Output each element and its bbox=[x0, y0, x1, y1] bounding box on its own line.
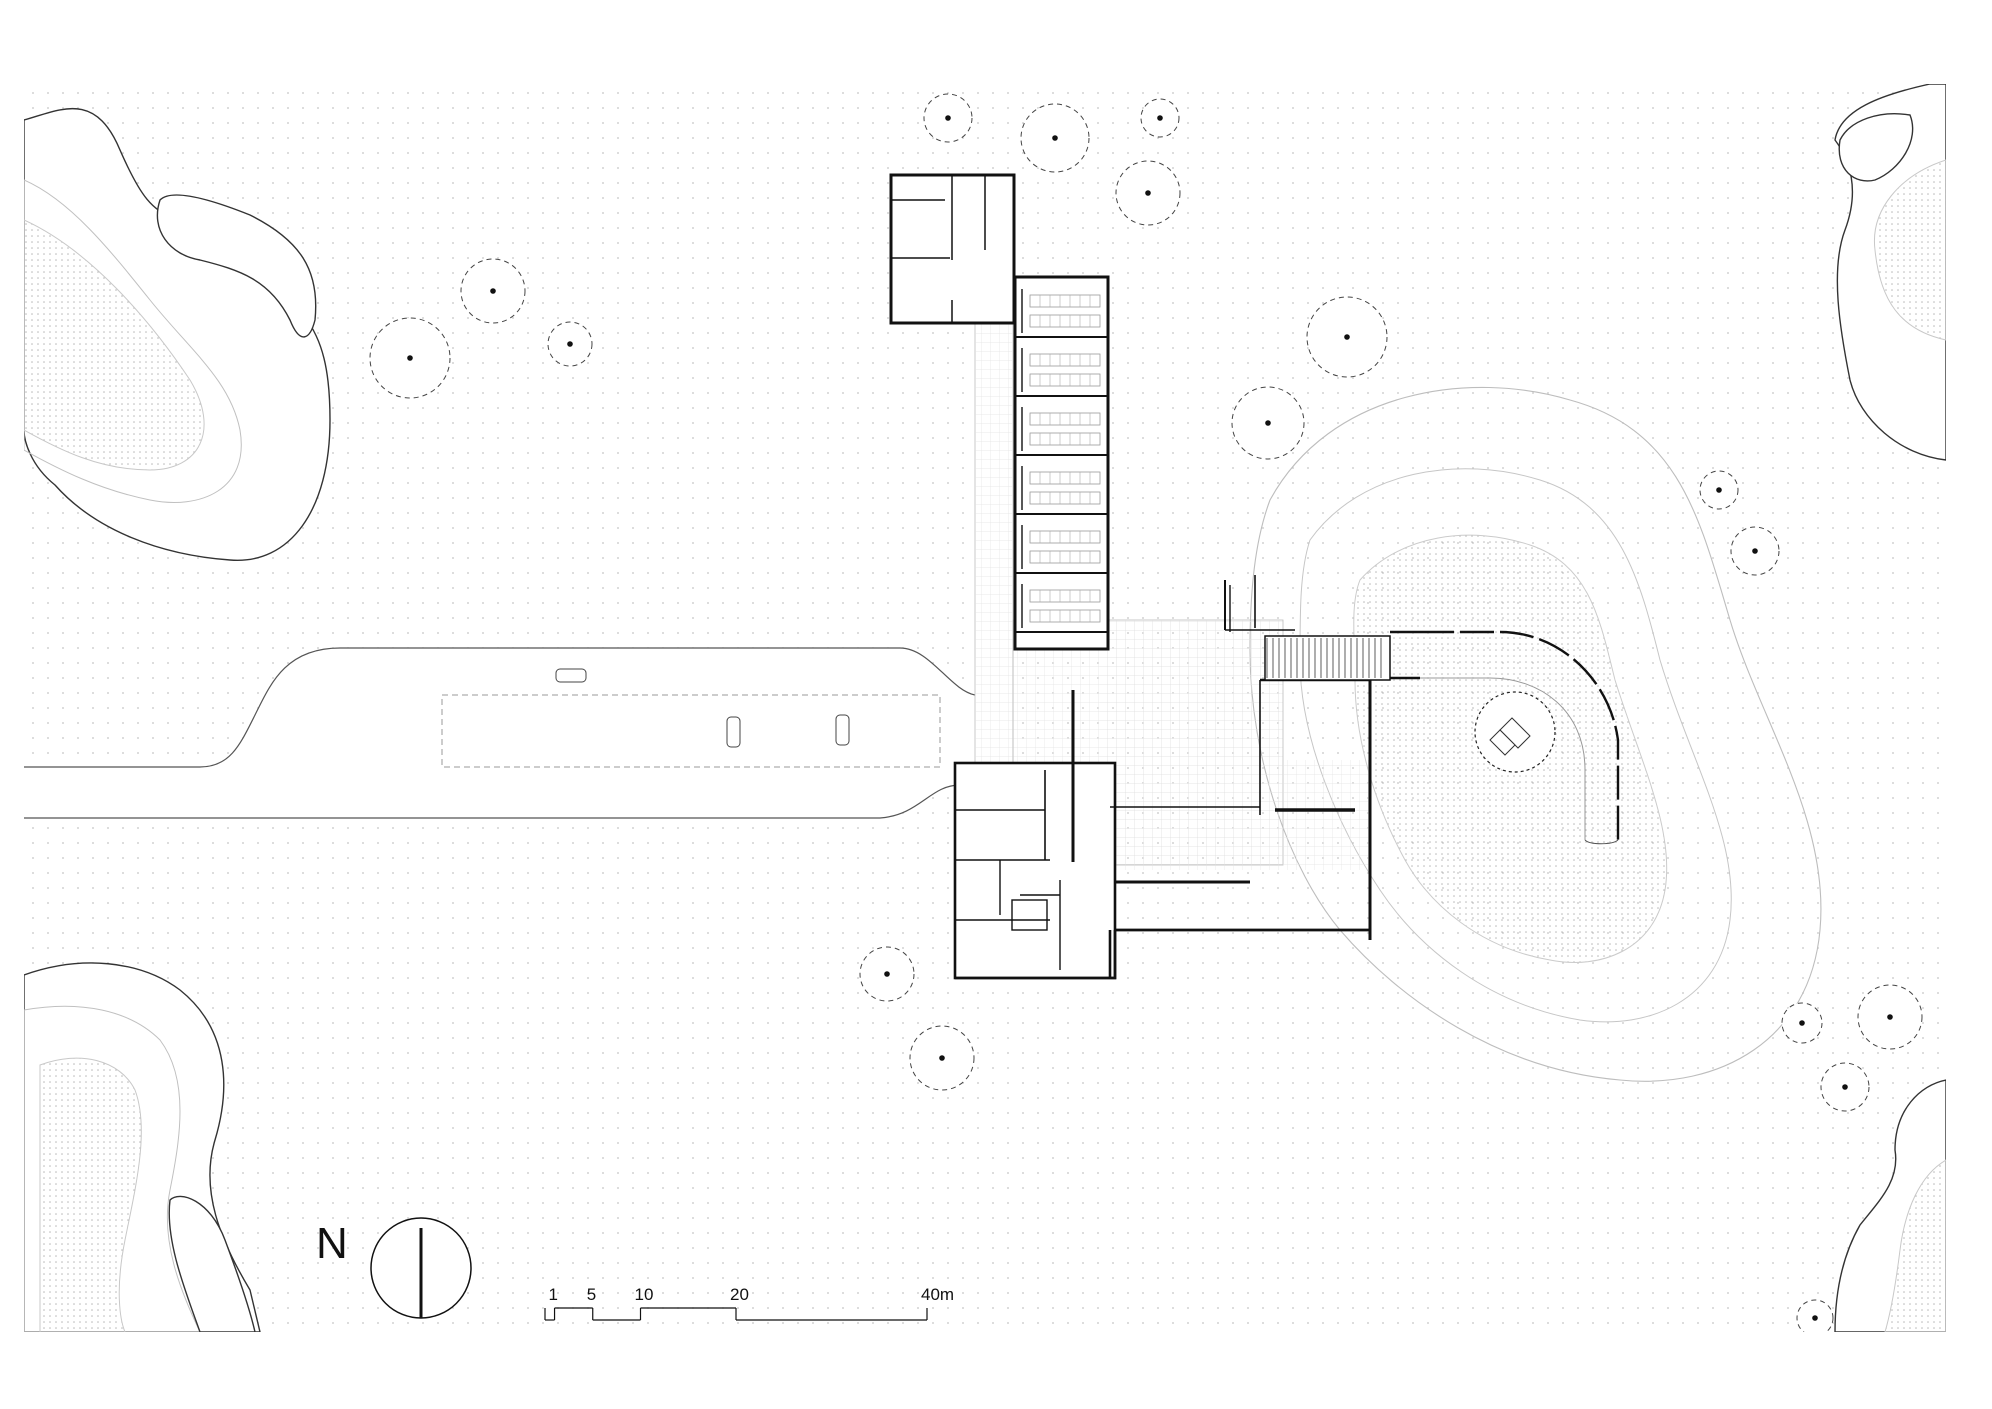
car bbox=[555, 668, 587, 683]
stall-row bbox=[1029, 609, 1101, 623]
parked-cars bbox=[555, 668, 850, 748]
scale-label: 1 bbox=[549, 1285, 558, 1304]
tree-trunk bbox=[1887, 1014, 1893, 1020]
stall-row bbox=[1029, 373, 1101, 387]
stall-row bbox=[1029, 550, 1101, 564]
scale-label: 40m bbox=[921, 1285, 954, 1304]
stair-bridge bbox=[1229, 585, 1420, 681]
building-main bbox=[953, 575, 1372, 980]
scale-label: 20 bbox=[730, 1285, 749, 1304]
north-arrow: N bbox=[316, 1217, 472, 1319]
tree-trunk bbox=[1052, 135, 1058, 141]
building-wing-stalls bbox=[1013, 275, 1110, 651]
tree-trunk bbox=[945, 115, 951, 121]
stall-row bbox=[1029, 294, 1101, 308]
landform-bottom-right bbox=[1834, 1079, 1946, 1332]
scale-label: 10 bbox=[635, 1285, 654, 1304]
tree-trunk bbox=[1842, 1084, 1848, 1090]
tree-trunk bbox=[1812, 1315, 1818, 1321]
stair-treads bbox=[1229, 585, 1382, 678]
landform-bottom-left bbox=[24, 962, 261, 1332]
building-annex bbox=[889, 173, 1016, 325]
car bbox=[835, 714, 850, 746]
stall-rows bbox=[1015, 289, 1108, 633]
tree-trunk bbox=[1344, 334, 1350, 340]
stall-row bbox=[1029, 471, 1101, 485]
tree-trunk bbox=[407, 355, 413, 361]
stall-row bbox=[1029, 530, 1101, 544]
tree-trunk bbox=[1799, 1020, 1805, 1026]
tree-trunk bbox=[1716, 487, 1722, 493]
stall-row bbox=[1029, 314, 1101, 328]
car bbox=[726, 716, 741, 748]
stall-row bbox=[1029, 353, 1101, 367]
tree-trunk bbox=[1265, 420, 1271, 426]
access-road bbox=[24, 647, 981, 819]
stall-row bbox=[1029, 491, 1101, 505]
tree-canopies bbox=[369, 93, 1923, 1332]
stall-row bbox=[1029, 432, 1101, 446]
tree-trunk bbox=[567, 341, 573, 347]
tree-trunk bbox=[1145, 190, 1151, 196]
tree-trunk bbox=[1752, 548, 1758, 554]
scale-bar: 1 5 10 20 40m bbox=[544, 1285, 954, 1321]
stall-row bbox=[1029, 589, 1101, 603]
landform-top-right bbox=[1834, 84, 1946, 461]
tree-trunk bbox=[490, 288, 496, 294]
landform-top-left bbox=[24, 108, 331, 561]
stall-row bbox=[1029, 412, 1101, 426]
tree-trunk bbox=[939, 1055, 945, 1061]
tree-trunk bbox=[1157, 115, 1163, 121]
north-label: N bbox=[316, 1219, 348, 1268]
tree-trunk bbox=[884, 971, 890, 977]
curved-ramp bbox=[1420, 630, 1620, 845]
scale-label: 5 bbox=[587, 1285, 596, 1304]
